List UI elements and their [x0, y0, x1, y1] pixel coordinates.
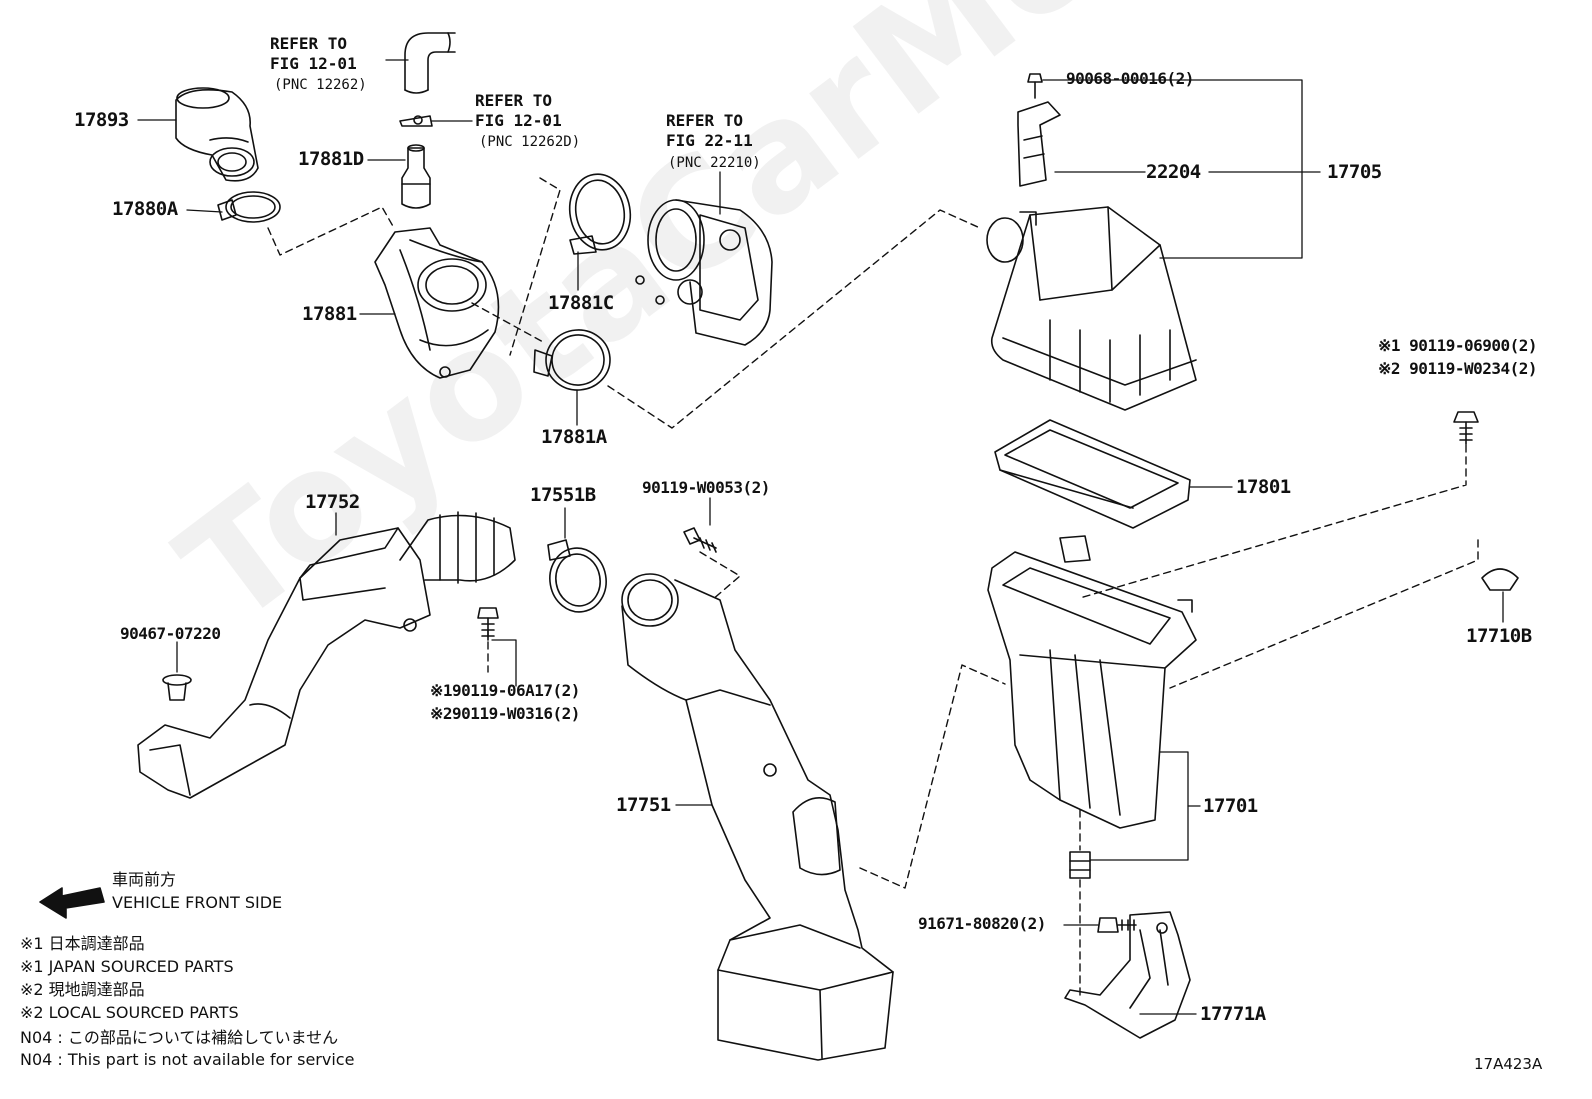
part-17880A-clamp	[217, 191, 281, 223]
ref1-line2: FIG 12-01	[270, 54, 357, 73]
label-bolt-90068: 90068-00016(2)	[1066, 69, 1194, 88]
bolt-90068	[1027, 73, 1043, 99]
legend-note1-jp: ※1 日本調達部品	[20, 934, 145, 953]
bolt-90119-W0053	[683, 527, 717, 553]
ref2-line1: REFER TO	[475, 91, 553, 110]
part-17881A-clamp	[533, 329, 611, 391]
label-17751: 17751	[616, 794, 671, 816]
label-17701: 17701	[1203, 795, 1258, 817]
bolt-90119-06A17	[477, 607, 499, 641]
label-bolt-90119-06A17: ※190119-06A17(2)	[430, 681, 580, 700]
bolt-91671	[1097, 917, 1137, 933]
label-bolt-91671: 91671-80820(2)	[918, 914, 1046, 933]
leader-lines	[137, 59, 1504, 1015]
legend-front-en: VEHICLE FRONT SIDE	[112, 893, 283, 912]
ref3-line2: FIG 22-11	[666, 131, 753, 150]
figure-code: 17A423A	[1474, 1055, 1543, 1073]
ref-hose-12262	[404, 32, 456, 94]
label-17710B: 17710B	[1466, 625, 1532, 647]
label-17801: 17801	[1236, 476, 1291, 498]
label-17880A: 17880A	[112, 198, 178, 220]
label-17551B: 17551B	[530, 484, 596, 506]
clip-90467	[162, 674, 192, 701]
ref2-line2: FIG 12-01	[475, 111, 562, 130]
dashed-lines	[267, 177, 1479, 996]
label-clip-90467: 90467-07220	[120, 624, 221, 643]
part-17701-grommet	[1069, 851, 1091, 879]
label-bolt-90119-W0316: ※290119-W0316(2)	[430, 704, 580, 723]
bolt-90119-06900	[1453, 411, 1479, 445]
label-22204: 22204	[1146, 161, 1201, 183]
part-17881-duct	[374, 227, 500, 379]
legend-note1-en: ※1 JAPAN SOURCED PARTS	[20, 957, 234, 976]
part-17705-case-cover	[986, 206, 1197, 411]
front-arrow	[39, 887, 105, 919]
label-17881D: 17881D	[298, 148, 364, 170]
part-17701-lower-case	[987, 535, 1197, 829]
legend-front-jp: 車両前方	[112, 870, 177, 889]
ref1-line1: REFER TO	[270, 34, 348, 53]
ref2-line3: (PNC 12262D)	[479, 134, 581, 150]
label-17752: 17752	[305, 491, 360, 513]
ref3-line1: REFER TO	[666, 111, 744, 130]
legend-note2-jp: ※2 現地調達部品	[20, 980, 145, 999]
label-bolt-90119-W0053: 90119-W0053(2)	[642, 478, 770, 497]
part-17752-inlet	[137, 511, 516, 799]
part-17751-resonator	[621, 573, 894, 1061]
label-17705: 17705	[1327, 161, 1382, 183]
ref-throttle-body-22210	[635, 199, 773, 346]
label-17881C: 17881C	[548, 292, 614, 314]
label-17771A: 17771A	[1200, 1003, 1266, 1025]
legend-note2-en: ※2 LOCAL SOURCED PARTS	[20, 1003, 239, 1022]
part-17893-cap	[175, 87, 259, 182]
part-17881C-clamp	[568, 173, 632, 255]
part-17551B-clamp	[547, 539, 607, 613]
label-17893: 17893	[74, 109, 129, 131]
legend-n04-en: N04 : This part is not available for ser…	[20, 1050, 355, 1069]
ref-clip-12262D	[399, 115, 433, 127]
label-17881: 17881	[302, 303, 357, 325]
label-bolt-90119-W0234: ※2 90119-W0234(2)	[1378, 359, 1538, 378]
part-17801-filter	[994, 419, 1191, 529]
part-17771A-bracket	[1064, 911, 1191, 1039]
ref3-line3: (PNC 22210)	[668, 155, 761, 171]
legend-n04-jp: N04 : この部品については補給していません	[20, 1028, 339, 1047]
ref1-line3: (PNC 12262)	[274, 77, 367, 93]
part-17881D-pipe	[401, 144, 431, 209]
part-22204-sensor	[1017, 101, 1061, 187]
label-17881A: 17881A	[541, 426, 607, 448]
part-17710B-plug	[1481, 568, 1519, 591]
label-bolt-90119-06900: ※1 90119-06900(2)	[1378, 336, 1538, 355]
